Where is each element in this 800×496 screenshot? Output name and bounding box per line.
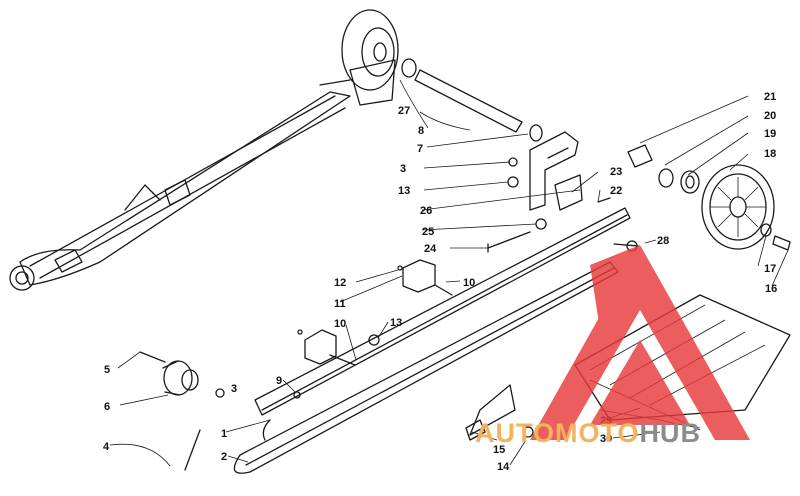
callout-1: 1	[221, 428, 227, 440]
callout-30: 30	[600, 433, 612, 445]
callout-labels: 1 2 3 3 4 5 6 7 8 9 10 10 11 12 13 13 14…	[103, 91, 777, 473]
callout-18: 18	[764, 148, 776, 160]
callout-24: 24	[424, 243, 437, 255]
callout-20: 20	[764, 110, 776, 122]
callout-5: 5	[104, 364, 110, 376]
watermark-auto: AUTO	[475, 418, 555, 448]
callout-6: 6	[104, 401, 110, 413]
rear-wheel-assembly	[627, 144, 791, 251]
left-slide-rail	[9, 91, 351, 291]
callout-15: 15	[493, 444, 505, 456]
callout-7: 7	[417, 143, 423, 155]
rail-blocks	[297, 259, 534, 441]
callout-28: 28	[657, 235, 669, 247]
callout-27: 27	[398, 105, 410, 117]
watermark-logo	[530, 245, 750, 440]
callout-21: 21	[764, 91, 776, 103]
axle-shaft	[401, 58, 543, 142]
mount-bracket	[529, 131, 583, 211]
callout-23: 23	[610, 166, 622, 178]
callout-3-lower: 3	[231, 383, 237, 395]
callout-4: 4	[103, 441, 110, 453]
callout-10-upper: 10	[463, 277, 475, 289]
callout-13-lower: 13	[390, 317, 402, 329]
callout-2: 2	[221, 451, 227, 463]
callout-26: 26	[420, 205, 432, 217]
leader-lines	[109, 79, 789, 467]
callout-3-upper: 3	[400, 163, 406, 175]
callout-13-upper: 13	[398, 185, 410, 197]
callout-10-lower: 10	[334, 318, 346, 330]
triangle-logo-inner-icon	[590, 245, 640, 330]
svg-text:AUTOMOTOHUB: AUTOMOTOHUB	[475, 418, 701, 448]
callout-12: 12	[334, 277, 346, 289]
triangle-logo-icon	[530, 245, 750, 440]
callout-14: 14	[497, 461, 510, 473]
callout-17: 17	[764, 263, 776, 275]
callout-8: 8	[418, 125, 424, 137]
callout-25: 25	[422, 226, 434, 238]
callout-9: 9	[276, 375, 282, 387]
right-slide-rail	[233, 207, 631, 474]
watermark-hub: HUB	[640, 418, 702, 448]
small-wheel-parts	[139, 351, 301, 471]
watermark-text: AUTOMOTOHUB	[475, 418, 701, 448]
callout-19: 19	[764, 128, 776, 140]
callout-11: 11	[334, 298, 346, 310]
watermark-moto: MOTO	[555, 418, 640, 448]
callout-16: 16	[765, 283, 777, 295]
callout-22: 22	[610, 185, 622, 197]
upper-idler-wheel	[319, 9, 399, 106]
